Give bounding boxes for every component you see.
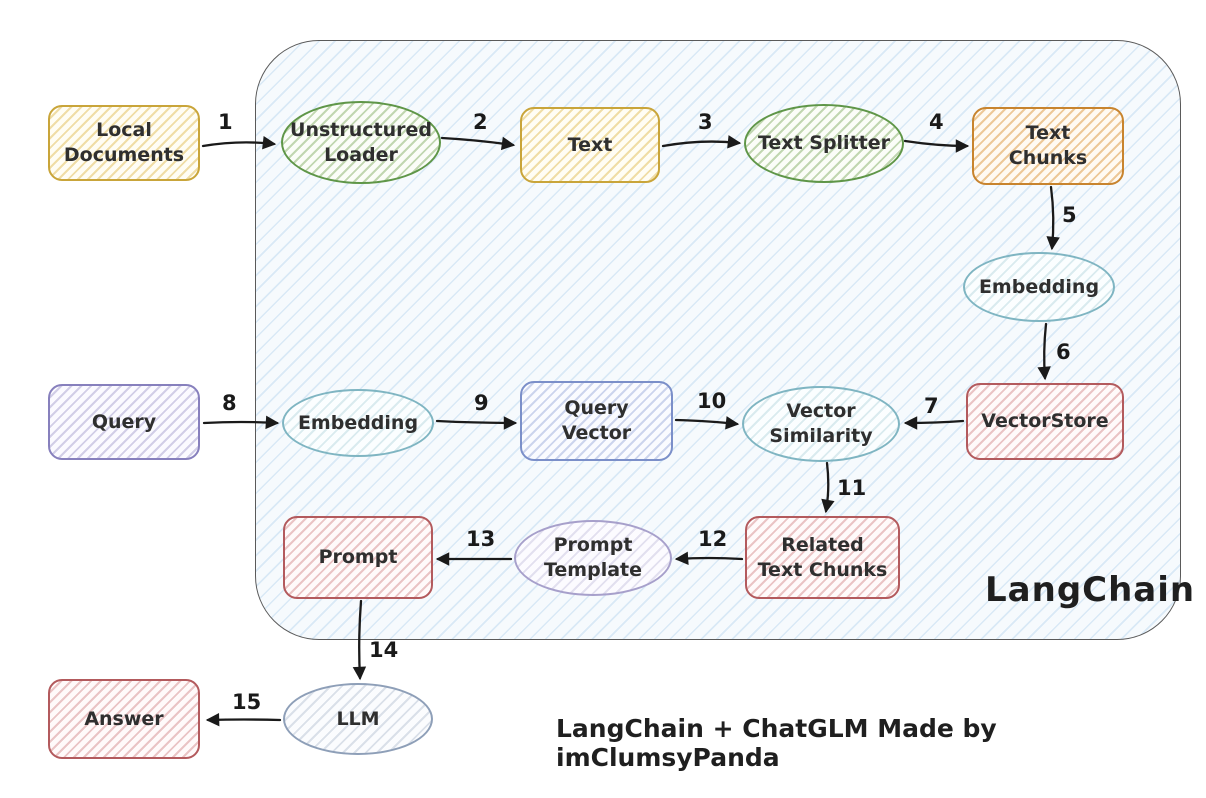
node-related-text-chunks: Related Text Chunks	[745, 516, 900, 599]
node-label: Text	[567, 133, 613, 156]
edge-7-label: 7	[924, 394, 939, 418]
edge-8-label: 8	[222, 391, 237, 415]
node-label: VectorStore	[981, 410, 1109, 433]
edge-14-label: 14	[369, 638, 399, 662]
node-label: LLM	[336, 707, 380, 730]
edge-10-label: 10	[697, 389, 727, 413]
node-unstructured-loader: Unstructured Loader	[281, 101, 441, 184]
edge-15-arrow	[205, 712, 282, 727]
node-label: Prompt Template	[543, 534, 643, 581]
node-embedding-docs: Embedding	[963, 252, 1115, 322]
edge-1-label: 1	[218, 110, 233, 134]
edge-4-label: 4	[929, 110, 944, 134]
node-text-splitter: Text Splitter	[744, 104, 904, 183]
node-label: Answer	[84, 707, 164, 730]
edge-2-label: 2	[473, 110, 488, 134]
langchain-container-label: LangChain	[985, 570, 1196, 610]
edge-3-label: 3	[698, 110, 713, 134]
node-answer: Answer	[48, 679, 200, 759]
node-vectorstore: VectorStore	[966, 383, 1124, 460]
node-local-documents: Local Documents	[48, 105, 200, 181]
edge-13-label: 13	[466, 527, 496, 551]
edge-5-label: 5	[1062, 203, 1077, 227]
node-query-vector: Query Vector	[520, 381, 673, 461]
edge-15-label: 15	[232, 690, 262, 714]
node-label: Query	[91, 410, 157, 433]
node-vector-similarity: Vector Similarity	[742, 386, 900, 462]
node-prompt-template: Prompt Template	[514, 520, 672, 596]
node-label: Embedding	[978, 275, 1100, 298]
node-text-chunks: Text Chunks	[972, 107, 1124, 185]
node-label: Unstructured Loader	[290, 118, 432, 166]
node-label: Text Splitter	[757, 132, 890, 155]
edge-11-label: 11	[837, 476, 867, 500]
attribution-caption: LangChain + ChatGLM Made by imClumsyPand…	[556, 714, 997, 772]
node-label: Query Vector	[561, 397, 632, 444]
edge-9-label: 9	[474, 391, 489, 415]
node-label: Related Text Chunks	[757, 533, 888, 581]
edge-12-label: 12	[698, 527, 728, 551]
node-query: Query	[48, 384, 200, 460]
node-embedding-query: Embedding	[282, 389, 434, 457]
node-label: Prompt	[318, 546, 398, 569]
node-label: Local Documents	[63, 119, 185, 166]
node-label: Text Chunks	[1008, 122, 1088, 169]
edge-6-label: 6	[1056, 340, 1071, 364]
node-label: Embedding	[297, 411, 419, 434]
node-text: Text	[520, 107, 660, 183]
node-prompt: Prompt	[283, 516, 433, 599]
node-llm: LLM	[283, 683, 433, 755]
node-label: Vector Similarity	[769, 400, 873, 447]
